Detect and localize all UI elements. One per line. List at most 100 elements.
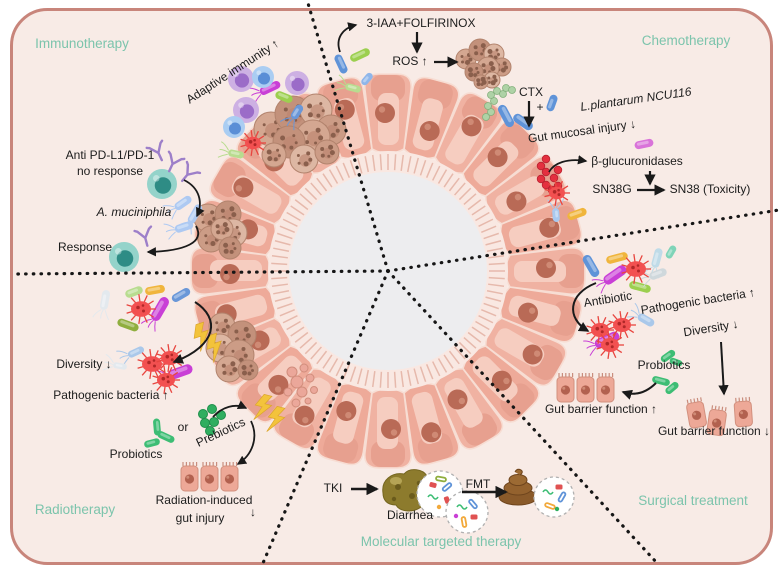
- bacteria-capsule-icon: [660, 349, 676, 363]
- label-pathogenic-bacteria-left: Pathogenic bacteria ↑: [53, 388, 169, 403]
- bacteria-capsule-icon: [280, 104, 304, 131]
- red-mite-bacterium-icon: [240, 130, 266, 156]
- bacteria-capsule-icon: [634, 138, 654, 150]
- red-mite-bacterium-icon: [152, 366, 180, 394]
- bacteria-capsule-icon: [334, 74, 361, 93]
- lightning-icon: [206, 332, 222, 363]
- label-ctx: CTX: [519, 85, 543, 100]
- bacteria-capsule-icon: [92, 290, 111, 321]
- label-radiation-induced: Radiation-induced: [155, 493, 253, 508]
- bacteria-capsule-icon: [334, 54, 348, 74]
- lightning-icon: [253, 393, 273, 420]
- red-mite-bacterium-icon: [621, 254, 651, 284]
- bacteria-capsule-icon: [145, 284, 165, 296]
- immune-cell-icon: [285, 71, 309, 95]
- antibody-icon: [181, 160, 202, 183]
- immune-cell-icon: [147, 169, 177, 199]
- label-diversity-left: Diversity ↓: [56, 357, 112, 372]
- bacteria-capsule-icon: [652, 376, 670, 386]
- arrow: [337, 22, 358, 53]
- cell-debris-icon: [283, 363, 318, 408]
- label-ros: ROS ↑: [392, 54, 428, 69]
- label-fmt: FMT: [465, 477, 491, 492]
- bead-chain-bacterium-icon: [482, 84, 516, 121]
- arrow: [621, 382, 657, 400]
- prebiotic-dots-icon: [198, 404, 226, 436]
- label-a-muciniphila: A. muciniphila: [96, 205, 172, 220]
- section-title-immunotherapy: Immunotherapy: [35, 36, 129, 52]
- label-gut-barrier-up: Gut barrier function ↑: [544, 402, 658, 417]
- section-title-surgical: Surgical treatment: [638, 493, 748, 509]
- arrow: [212, 400, 248, 418]
- bacteria-capsule-icon: [582, 255, 600, 277]
- arrow: [548, 155, 588, 173]
- section-dividers: [14, 0, 781, 565]
- label-gut-injury: gut injury: [175, 511, 225, 526]
- label-sn38g: SN38G: [592, 182, 632, 197]
- immune-cell-icon: [252, 66, 274, 88]
- epithelium-icon: [180, 462, 239, 492]
- section-divider: [386, 269, 659, 565]
- section-title-molecular: Molecular targeted therapy: [360, 534, 522, 550]
- immune-cell-icon: [228, 66, 254, 92]
- red-mite-bacterium-icon: [126, 294, 156, 324]
- section-divider: [305, 0, 390, 273]
- bacteria-capsule-icon: [117, 318, 139, 332]
- immune-cell-icon: [233, 97, 259, 123]
- antibody-icon: [167, 150, 186, 173]
- arrow: [172, 301, 212, 364]
- bacteria-capsule-icon: [606, 252, 628, 264]
- section-title-chemotherapy: Chemotherapy: [641, 33, 731, 49]
- tumor-cells-icon: [455, 38, 512, 90]
- label-or: or: [177, 420, 189, 435]
- bacteria-capsule-icon: [157, 431, 175, 443]
- bacteria-capsule-icon: [626, 302, 655, 327]
- red-mite-bacterium-icon: [137, 349, 167, 379]
- microbiota-circle-icon: [533, 476, 575, 518]
- section-divider: [261, 269, 390, 565]
- bacteria-capsule-icon: [665, 245, 677, 259]
- red-mite-bacterium-icon: [544, 180, 570, 206]
- section-divider: [14, 269, 390, 276]
- label-anti-pd: Anti PD-L1/PD-1: [65, 148, 155, 163]
- bacteria-capsule-icon: [217, 141, 244, 159]
- label-probiotics-left: Probiotics: [109, 447, 163, 462]
- lightning-icon: [266, 405, 286, 432]
- bacteria-capsule-icon: [247, 81, 281, 104]
- bacteria-capsule-icon: [163, 221, 194, 240]
- stool-icon: [498, 468, 538, 506]
- epithelium-icon: [556, 373, 615, 403]
- bacteria-capsule-icon: [567, 207, 587, 221]
- red-mite-bacterium-icon: [596, 331, 624, 359]
- label-iaa-folfirinox: 3-IAA+FOLFIRINOX: [366, 16, 476, 31]
- arrow: [572, 282, 597, 332]
- tumor-cells-icon: [193, 200, 248, 260]
- label-tki: TKI: [323, 481, 343, 496]
- bacteria-capsule-icon: [497, 104, 515, 128]
- immune-cell-icon: [223, 116, 245, 138]
- bacteria-capsule-icon: [669, 357, 683, 367]
- label-probiotics-right: Probiotics: [637, 358, 691, 373]
- bacteria-capsule-icon: [162, 195, 192, 220]
- tumor-cells-icon: [253, 93, 347, 174]
- bacteria-capsule-icon: [591, 265, 627, 294]
- arrow: [146, 225, 199, 257]
- lightning-icon: [193, 321, 209, 352]
- bacteria-capsule-icon: [361, 72, 373, 86]
- section-title-radiotherapy: Radiotherapy: [34, 502, 116, 518]
- bacteria-capsule-icon: [102, 353, 127, 371]
- bacteria-capsule-icon: [629, 281, 651, 293]
- bacteria-capsule-icon: [171, 288, 191, 302]
- bacteria-capsule-icon: [153, 418, 161, 436]
- arrow: [718, 341, 729, 396]
- label-radiation-down-arrow: ↓: [250, 505, 256, 520]
- bacteria-capsule-icon: [140, 297, 169, 332]
- label-diarrhea: Diarrhea: [386, 508, 434, 523]
- label-beta-glucuronidases: β-glucuronidases: [591, 154, 683, 169]
- arrow: [236, 420, 256, 465]
- label-no-response: no response: [76, 164, 144, 179]
- bacteria-capsule-icon: [665, 381, 679, 395]
- bacteria-capsule-icon: [546, 94, 558, 112]
